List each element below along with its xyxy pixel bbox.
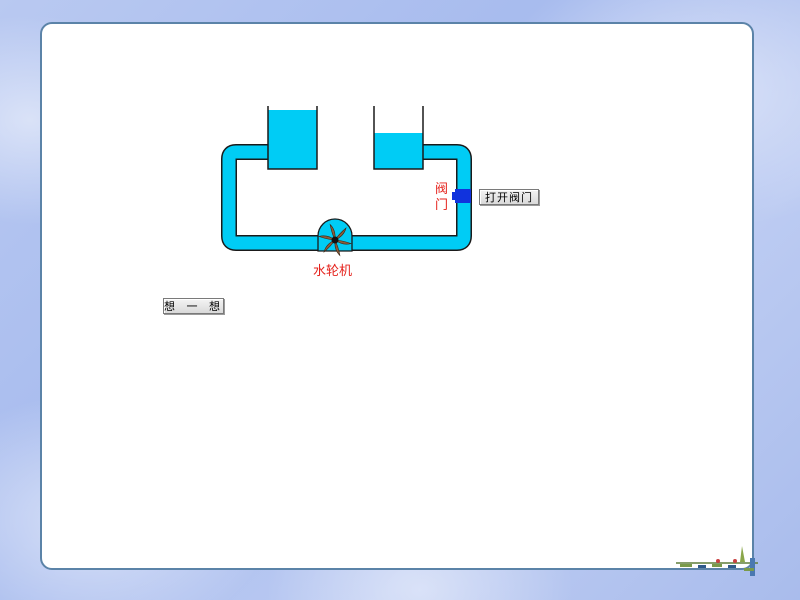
waterwheel-label: 水轮机 (313, 264, 353, 279)
corner-decoration-icon (676, 546, 758, 576)
waterwheel-icon (317, 218, 353, 257)
think-button[interactable]: 想 一 想 (163, 298, 224, 314)
open-valve-button[interactable]: 打开阀门 (479, 189, 539, 205)
valve-icon[interactable] (452, 189, 471, 203)
waterwheel-blades (318, 223, 352, 257)
slide-panel (40, 22, 754, 570)
left-tank-walls (267, 106, 318, 170)
valve-label: 阀门 (435, 182, 449, 213)
right-tank (373, 106, 424, 170)
right-tank-walls (373, 106, 424, 170)
left-tank (267, 106, 318, 170)
left-tank-water (268, 110, 317, 169)
right-tank-water (374, 133, 423, 169)
